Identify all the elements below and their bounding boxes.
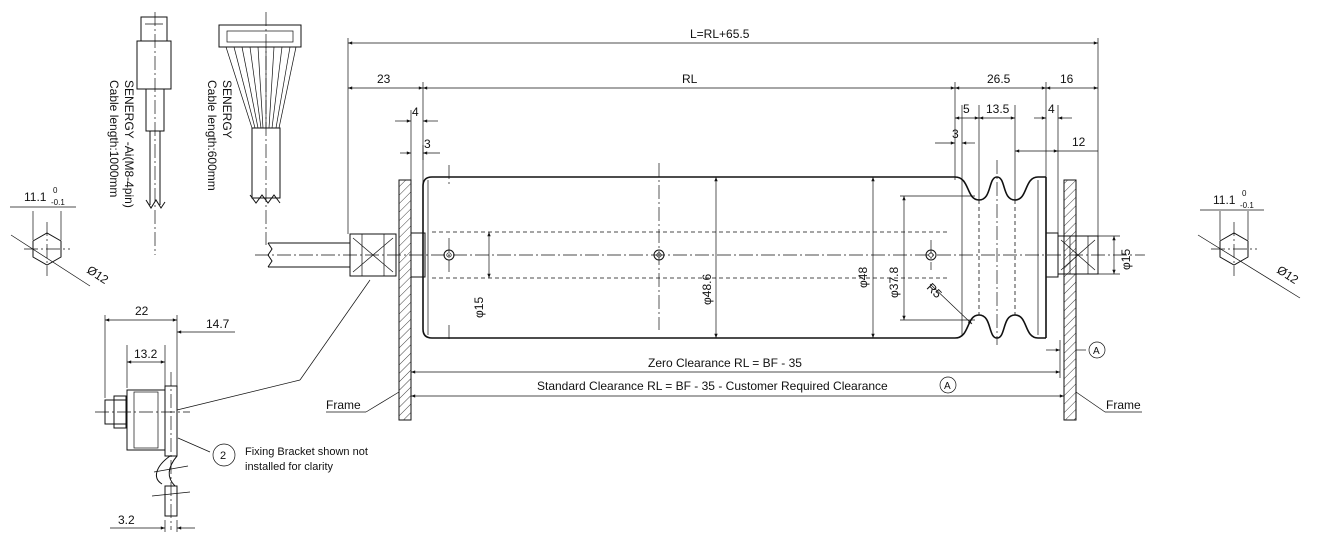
groove-root-dia-label: φ37.8	[887, 267, 901, 298]
bracket-note-line-1: Fixing Bracket shown not	[245, 446, 368, 458]
groove-outer-dia-label: φ48	[856, 267, 870, 288]
left-shaft-label: 23	[377, 72, 391, 86]
groove-radius-label: R5	[924, 280, 945, 301]
clearance-marker-2: A	[944, 381, 951, 392]
standard-clearance-label: Standard Clearance RL = BF - 35 - Custom…	[537, 379, 888, 393]
connector-senergy-ai	[136, 12, 172, 255]
clearance-marker-1: A	[1093, 346, 1100, 357]
hex-dia-left-label: Ø12	[84, 263, 111, 287]
senergy-label-1: SENERGY	[220, 80, 234, 139]
frame-left-label: Frame	[326, 398, 361, 412]
fixing-bracket	[95, 315, 236, 532]
roller-length-label: RL	[682, 72, 698, 86]
left-gap-label: 4	[412, 105, 419, 119]
hex-section-right	[1197, 209, 1301, 299]
connector-senergy	[218, 12, 302, 245]
senergy-ai-label-2: Cable length:1000mm	[107, 80, 121, 197]
senergy-label-2: Cable length:600mm	[205, 80, 219, 191]
roller-diameter-dims	[487, 177, 1120, 338]
bracket-note-number: 2	[220, 450, 226, 462]
tube-dia-label: φ48.6	[700, 274, 714, 305]
hex-dia-right-label: Ø12	[1274, 263, 1301, 287]
clearance-dimensions	[176, 279, 1142, 413]
hex-tol-right-upper: 0	[1242, 189, 1247, 198]
hex-section-left	[10, 206, 91, 287]
groove-lip-label: 3	[952, 127, 959, 141]
groove-offset-label: 5	[963, 102, 970, 116]
roller-assembly	[255, 160, 1145, 421]
right-end-label: 12	[1072, 135, 1086, 149]
zero-clearance-label: Zero Clearance RL = BF - 35	[648, 356, 802, 370]
top-dimensions	[347, 38, 1099, 236]
right-shaft-label: 16	[1060, 72, 1074, 86]
frame-right-label: Frame	[1106, 398, 1141, 412]
bracket-thickness-label: 3.2	[118, 513, 135, 527]
hex-flat-right-label: 11.1	[1213, 193, 1236, 207]
bracket-offset-label: 14.7	[206, 317, 230, 331]
shaft-dia-left-label: φ15	[472, 297, 486, 318]
bracket-width-label: 22	[135, 304, 149, 318]
groove-section-label: 26.5	[987, 72, 1011, 86]
shaft-dia-right-label: φ15	[1119, 249, 1133, 270]
left-lip-label: 3	[424, 137, 431, 151]
groove-width-label: 13.5	[986, 102, 1010, 116]
senergy-ai-label-1: SENERGY -Ai(M8-4pin)	[122, 80, 136, 208]
hex-tol-right-lower: -0.1	[1240, 201, 1254, 210]
right-gap-label: 4	[1048, 102, 1055, 116]
hex-flat-left-label: 11.1	[24, 190, 47, 204]
bracket-inner-label: 13.2	[134, 347, 158, 361]
hex-tol-left-upper: 0	[53, 186, 58, 195]
total-length-label: L=RL+65.5	[690, 27, 750, 41]
hex-tol-left-lower: -0.1	[51, 198, 65, 207]
bracket-note-line-2: installed for clarity	[245, 461, 334, 473]
